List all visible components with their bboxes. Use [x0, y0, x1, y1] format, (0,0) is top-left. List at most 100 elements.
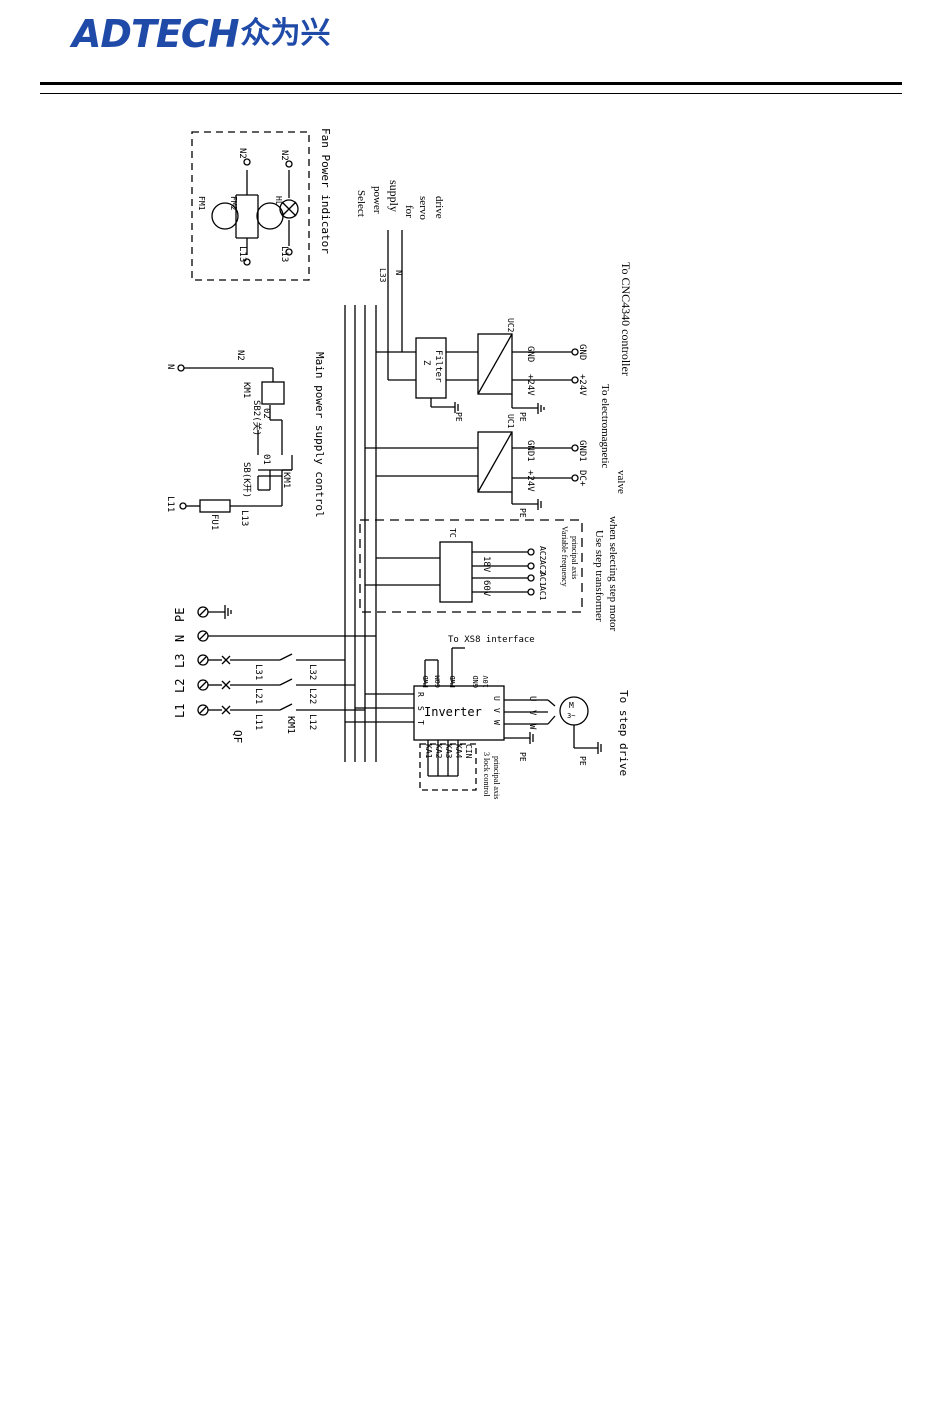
inv-term-3: FWD	[449, 675, 457, 688]
cin-label: CIN	[464, 744, 473, 759]
out-24v-label: +24V	[577, 374, 587, 396]
motor-w-label: W	[527, 724, 537, 730]
lamp-l13-label: L13	[279, 246, 289, 262]
uc1-pe-label: PE	[518, 508, 527, 518]
fan-n2-label: N2	[237, 148, 247, 159]
filter-label: Filter	[433, 350, 443, 383]
filter-z-label: Z	[421, 360, 431, 366]
header-rule-thick	[40, 82, 902, 85]
sb1-label: SB(K开)	[241, 462, 252, 498]
block-unit-label-1: 3 lock control	[482, 752, 491, 797]
logo-text: ADTECH	[72, 12, 240, 56]
to-valve-label-1: To electromagnetic	[599, 384, 611, 469]
v18-label: 18V	[481, 556, 491, 573]
uc2-gnd-label: GND	[525, 346, 535, 362]
fan-indicator-box	[191, 131, 310, 281]
indicator-lamp-icon	[279, 199, 299, 219]
inv-out-u: U	[492, 696, 501, 701]
out-gnd-label: GND	[577, 344, 587, 360]
fu1-label: FU1	[209, 514, 219, 530]
lamp-label: HL	[274, 196, 283, 206]
motor-pe-label: PE	[578, 756, 587, 766]
select-power-labels: Select power supply for servo drive L33 …	[355, 180, 445, 283]
step-tf-label-2: when selecting step motor	[607, 516, 619, 632]
terminal-l3-label: L3	[173, 654, 187, 668]
ac1-label-b: AC1	[538, 586, 547, 601]
fan2-icon	[256, 202, 284, 230]
fan1-icon	[211, 202, 239, 230]
motor-icon	[559, 696, 589, 726]
km1-contact-label: KM1	[281, 472, 291, 488]
inverter-block	[413, 685, 505, 741]
ac1-label-a: AC1	[538, 572, 547, 587]
inv-out-w: W	[492, 720, 501, 725]
terminal-l1-label: L1	[173, 704, 187, 718]
main-power-labels: Main power supply control L11 FU1 L13 SB…	[165, 350, 326, 530]
inv-in-t: T	[416, 720, 425, 725]
inv-out-v: V	[492, 708, 501, 713]
to-cnc-label: To CNC4340 controller	[619, 262, 633, 376]
l12-label: L12	[307, 714, 317, 730]
to-step-drive-label: To step drive	[617, 690, 630, 776]
main-power-label: Main power supply control	[313, 352, 326, 518]
l32-label: L32	[307, 664, 317, 680]
step-tf-label-1: Use step transformer	[593, 530, 605, 622]
supply-unit-labels: Z Filter UC2 UC1 GND +24V GND1 +24V GND …	[421, 262, 633, 518]
terminal-pe-label: PE	[173, 608, 187, 622]
ka4-label: KA4	[454, 744, 463, 759]
inverter-label: Inverter	[424, 705, 482, 719]
ka2-label: KA2	[434, 744, 443, 759]
n2-main-label: N2	[235, 350, 245, 361]
select-line-4: for	[403, 205, 415, 218]
l13-main-label: L13	[239, 510, 249, 526]
motor-phase-label: 3~	[567, 712, 575, 720]
motor-label: M	[569, 701, 574, 710]
inverter-pe-label: PE	[518, 752, 527, 762]
out-dc-label: DC+	[577, 470, 587, 487]
motor-u-label: U	[527, 696, 537, 701]
lock-control-box	[419, 743, 477, 791]
n-label: N	[165, 364, 175, 369]
vf-unit-label-2: principal axis	[570, 536, 579, 579]
fan-l13-label: L13	[237, 246, 247, 262]
l11-label: L11	[165, 496, 175, 512]
km1-main-label: KM1	[285, 716, 296, 734]
ac2-label-b: AC2	[538, 560, 547, 575]
uc1-label: UC1	[506, 414, 515, 429]
page-header: ADTECH 众为兴	[0, 0, 950, 100]
transformer-tc	[439, 541, 473, 603]
inv-term-2: COM	[434, 675, 442, 688]
fan-power-label: Fan Power indicator	[319, 128, 332, 254]
lamp-n2-label: N2	[279, 150, 289, 161]
inv-in-r: R	[416, 692, 425, 697]
fan1-label: FM1	[197, 196, 206, 211]
inv-term-1: FWD	[422, 675, 430, 688]
out-gnd1-label: GND1	[577, 440, 587, 462]
l33-label: L33	[378, 268, 387, 283]
logo-chinese-text: 众为兴	[240, 16, 331, 51]
l31-label: L31	[253, 664, 263, 680]
select-line-2: power	[371, 186, 383, 214]
select-line-6: drive	[433, 196, 445, 219]
inv-in-s: S	[416, 706, 425, 711]
node-01-label: 01	[261, 454, 271, 465]
fuse-fu1	[199, 499, 231, 513]
l22-label: L22	[307, 688, 317, 704]
adtech-logo: ADTECH 众为兴	[72, 14, 331, 54]
tc-label: TC	[448, 528, 457, 538]
power-supply-uc2	[477, 333, 513, 395]
sb2-label: SB2(关)	[251, 400, 263, 436]
uc2-24v-label: +24V	[525, 374, 535, 396]
nn-label: N	[393, 270, 403, 275]
uc2-label: UC2	[506, 318, 515, 333]
select-line-5: servo	[417, 196, 429, 220]
uc2-pe-label: PE	[518, 412, 527, 422]
inv-term-4: GND	[472, 675, 480, 688]
ka3-label: KA3	[444, 744, 453, 759]
node-02-label: 02	[261, 408, 271, 419]
l21-label: L21	[253, 688, 263, 704]
select-line-3: supply	[387, 180, 401, 212]
uc1-gnd-label: GND1	[525, 440, 535, 462]
